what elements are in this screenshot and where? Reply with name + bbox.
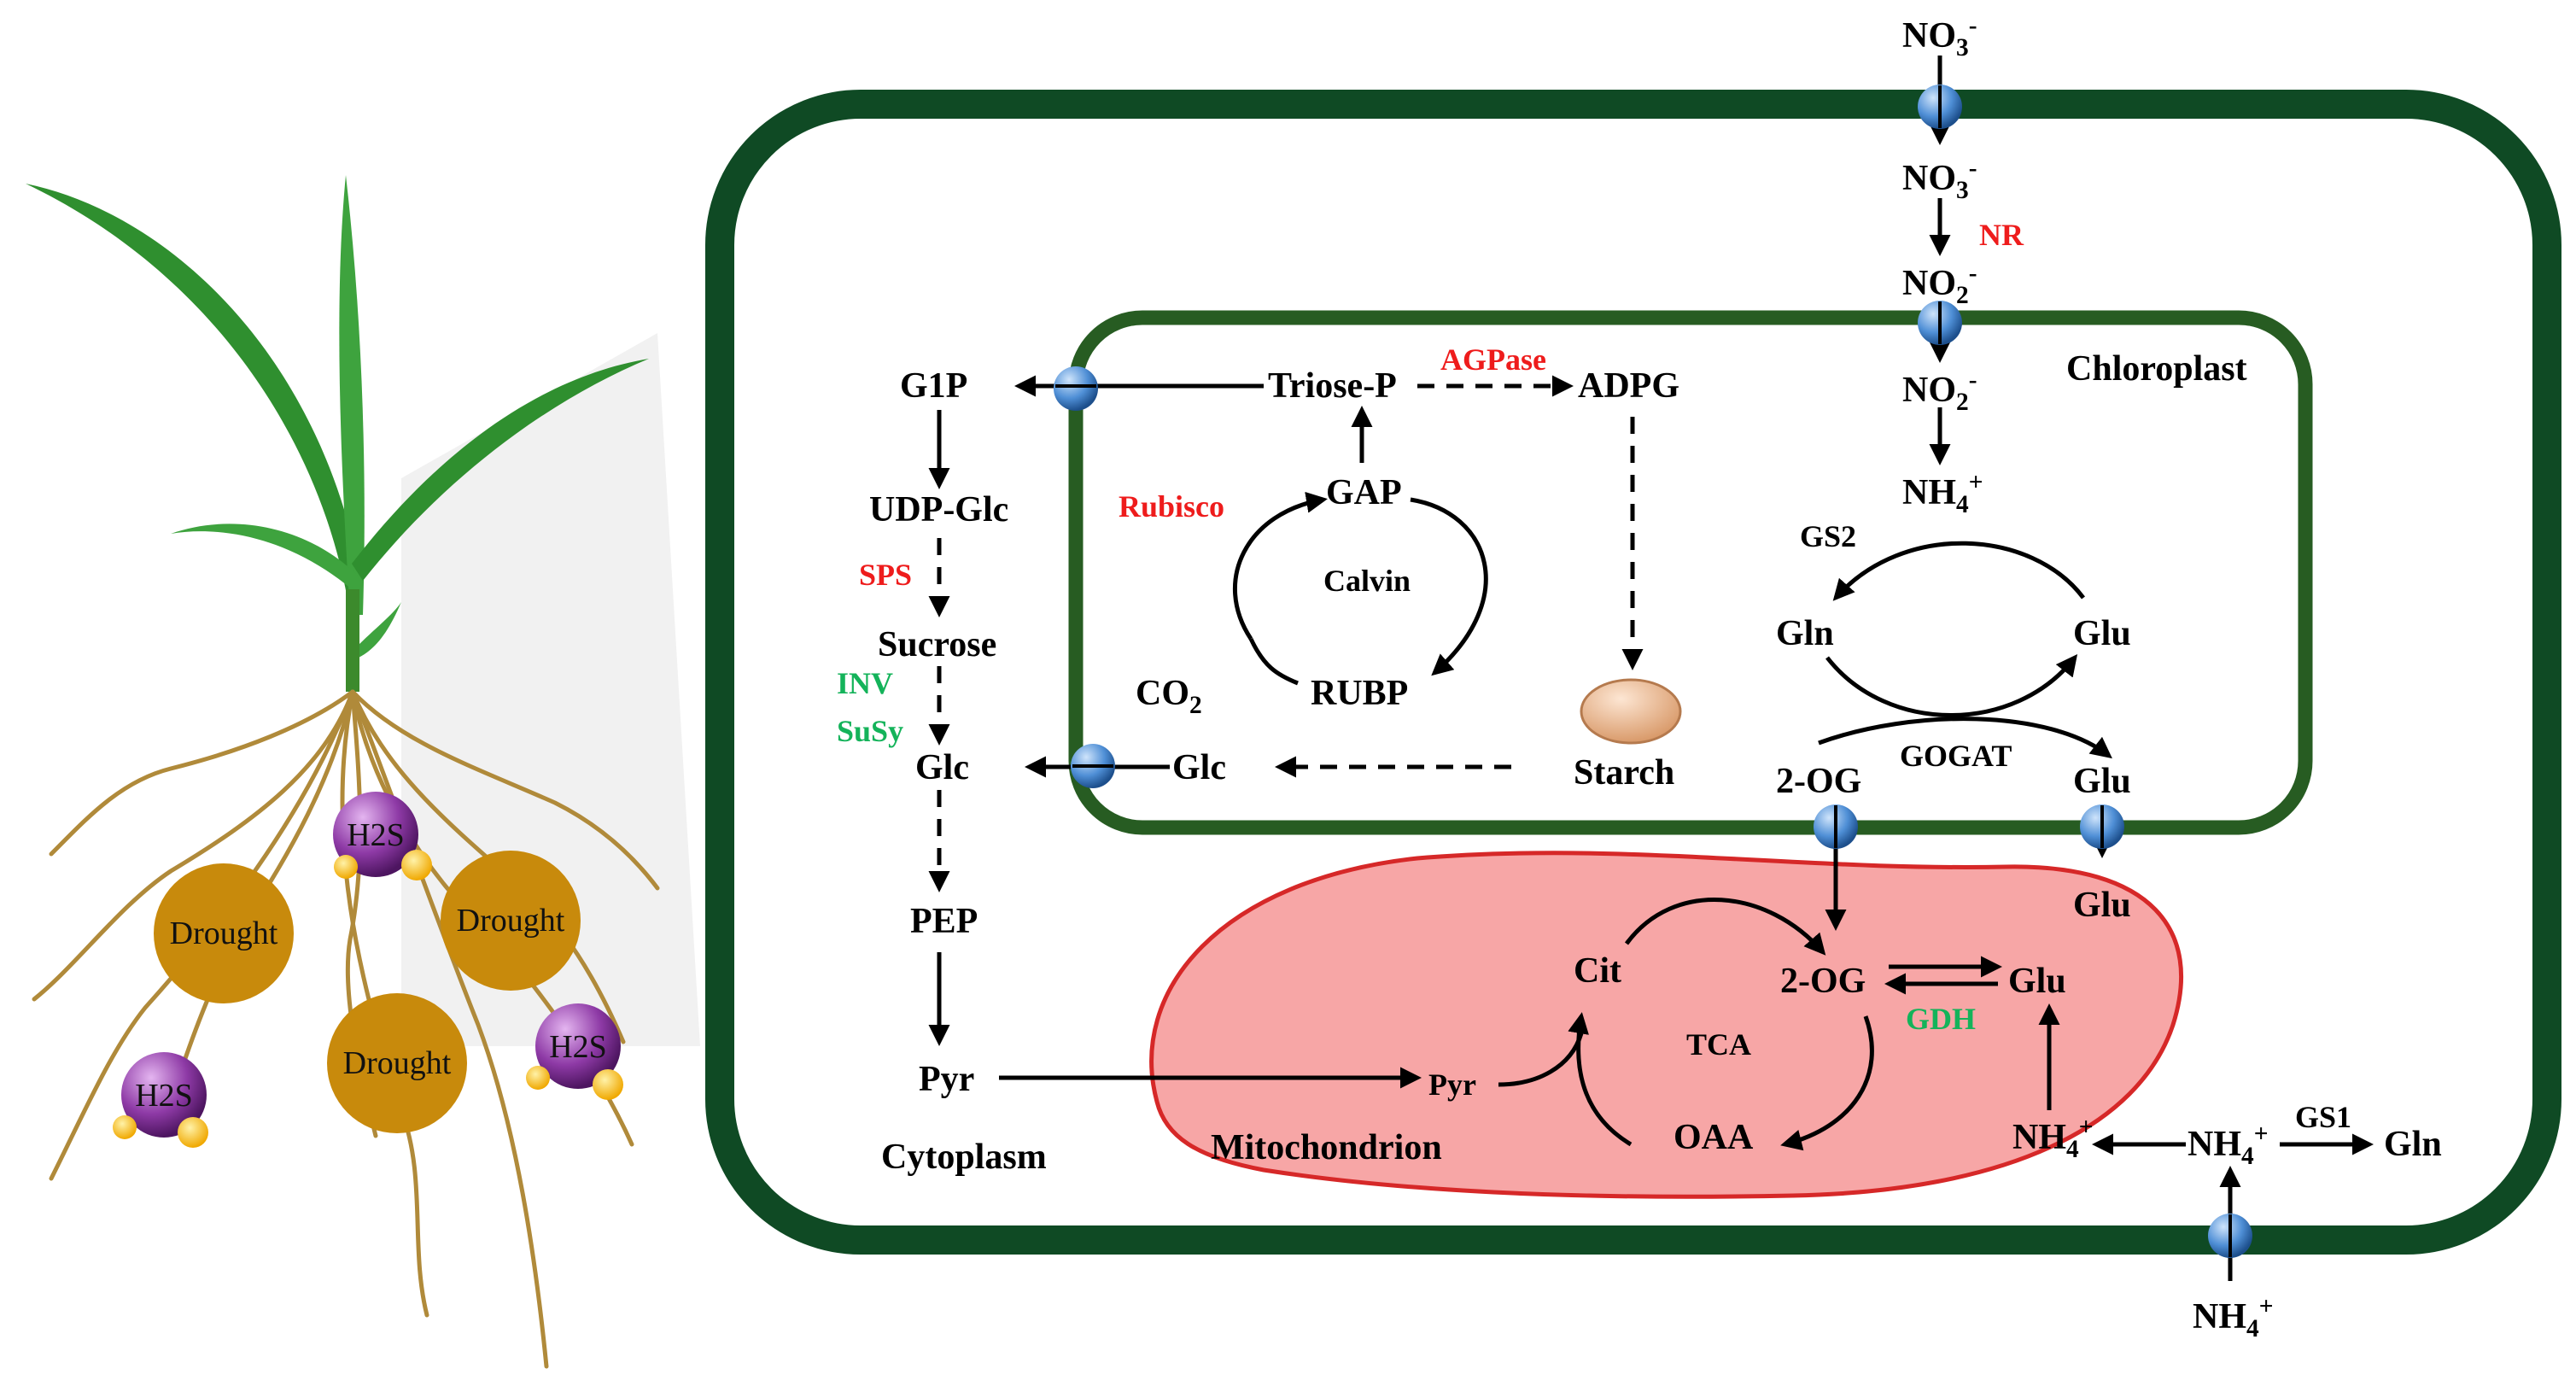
gln-cytoplasm-label: Gln bbox=[2384, 1125, 2442, 1164]
susy-enzyme-label: SuSy bbox=[837, 714, 903, 748]
drought-blob: Drought bbox=[441, 851, 581, 991]
pyr-mitochondrion-label: Pyr bbox=[1428, 1068, 1476, 1102]
h2s-label: H2S bbox=[549, 1029, 607, 1065]
drought-label: Drought bbox=[170, 915, 278, 951]
rubp-label: RUBP bbox=[1311, 674, 1408, 713]
h2s-label: H2S bbox=[135, 1078, 193, 1114]
leaf bbox=[171, 524, 359, 589]
udp-glc-label: UDP-Glc bbox=[869, 490, 1008, 529]
starch-granule-icon bbox=[1580, 678, 1682, 745]
pep-label: PEP bbox=[910, 902, 978, 941]
glu-chloroplast-bottom-label: Glu bbox=[2073, 762, 2131, 801]
h2s-label: H2S bbox=[347, 817, 405, 853]
nh4-outside-label: NH4+ bbox=[2193, 1293, 2273, 1342]
agpase-enzyme-label: AGPase bbox=[1440, 342, 1546, 377]
h2s-molecule: H2S bbox=[333, 792, 432, 880]
leaf bbox=[339, 175, 365, 615]
adpg-label: ADPG bbox=[1578, 366, 1679, 406]
no2-chloroplast-label: NO2- bbox=[1902, 366, 1977, 416]
transporters bbox=[1054, 85, 2252, 1258]
gs1-enzyme-label: GS1 bbox=[2295, 1100, 2351, 1134]
sucrose-label: Sucrose bbox=[878, 625, 996, 664]
gdh-enzyme-label: GDH bbox=[1906, 1002, 1976, 1036]
2og-mitochondrion-label: 2-OG bbox=[1780, 962, 1866, 1001]
glu-mitochondrion-label: Glu bbox=[2008, 962, 2066, 1001]
leaf bbox=[26, 184, 363, 615]
cytoplasm-label: Cytoplasm bbox=[881, 1138, 1047, 1177]
oaa-label: OAA bbox=[1674, 1118, 1754, 1157]
rubisco-enzyme-label: Rubisco bbox=[1119, 489, 1224, 524]
calvin-label: Calvin bbox=[1323, 564, 1411, 598]
sps-enzyme-label: SPS bbox=[859, 558, 912, 592]
h2s-molecule: H2S bbox=[113, 1052, 208, 1148]
nr-enzyme-label: NR bbox=[1979, 218, 2024, 252]
nh4-mitochondrion-label: NH4+ bbox=[2012, 1114, 2093, 1163]
tca-label: TCA bbox=[1686, 1027, 1751, 1062]
glc-chloroplast-label: Glc bbox=[1172, 748, 1226, 787]
transporter-icon bbox=[1918, 301, 1962, 345]
no2-cytoplasm-label: NO2- bbox=[1902, 260, 1977, 309]
starch-label: Starch bbox=[1574, 753, 1674, 793]
glu-cytoplasm-label: Glu bbox=[2073, 886, 2131, 925]
mitochondrion-membrane bbox=[1149, 851, 2183, 1199]
plant-illustration: Drought Drought Drought H2S H2S H2S bbox=[26, 175, 700, 1369]
gln-chloroplast-label: Gln bbox=[1776, 614, 1834, 653]
pyr-cytoplasm-label: Pyr bbox=[919, 1060, 974, 1099]
glu-chloroplast-top-label: Glu bbox=[2073, 614, 2131, 653]
co2-label: CO2 bbox=[1136, 674, 1202, 719]
transporter-icon bbox=[2080, 804, 2124, 849]
chloroplast-membrane bbox=[1068, 310, 2313, 835]
transporter-icon bbox=[1054, 366, 1098, 411]
transporter-icon bbox=[1814, 804, 1858, 849]
transporter-icon bbox=[1071, 744, 1115, 788]
drought-label: Drought bbox=[343, 1045, 452, 1081]
h2s-molecule: H2S bbox=[526, 1003, 623, 1100]
nh4-chloroplast-label: NH4+ bbox=[1902, 469, 1983, 518]
gap-label: GAP bbox=[1326, 473, 1402, 512]
transporter-icon bbox=[2208, 1214, 2252, 1258]
gs2-enzyme-label: GS2 bbox=[1800, 519, 1856, 553]
stem bbox=[346, 589, 359, 692]
gogat-enzyme-label: GOGAT bbox=[1900, 739, 2012, 773]
2og-chloroplast-label: 2-OG bbox=[1776, 762, 1861, 801]
cit-label: Cit bbox=[1574, 951, 1621, 991]
chloroplast-label: Chloroplast bbox=[2066, 349, 2247, 389]
mitochondrion-label: Mitochondrion bbox=[1211, 1128, 1442, 1167]
drought-blob: Drought bbox=[154, 863, 294, 1003]
drought-label: Drought bbox=[457, 903, 565, 939]
labels: NO3- NO3- NR NO2- NO2- NH4+ Chloroplast … bbox=[837, 12, 2442, 1342]
nh4-cytoplasm-label: NH4+ bbox=[2188, 1120, 2268, 1170]
transporter-icon bbox=[1918, 85, 1962, 129]
no3-inside-label: NO3- bbox=[1902, 155, 1977, 204]
triose-p-label: Triose-P bbox=[1268, 366, 1397, 406]
g1p-label: G1P bbox=[900, 366, 967, 406]
leaf bbox=[354, 602, 401, 658]
drought-blob: Drought bbox=[327, 993, 467, 1133]
no3-outside-label: NO3- bbox=[1902, 12, 1977, 61]
inv-enzyme-label: INV bbox=[837, 666, 893, 700]
glc-cytoplasm-label: Glc bbox=[915, 748, 969, 787]
